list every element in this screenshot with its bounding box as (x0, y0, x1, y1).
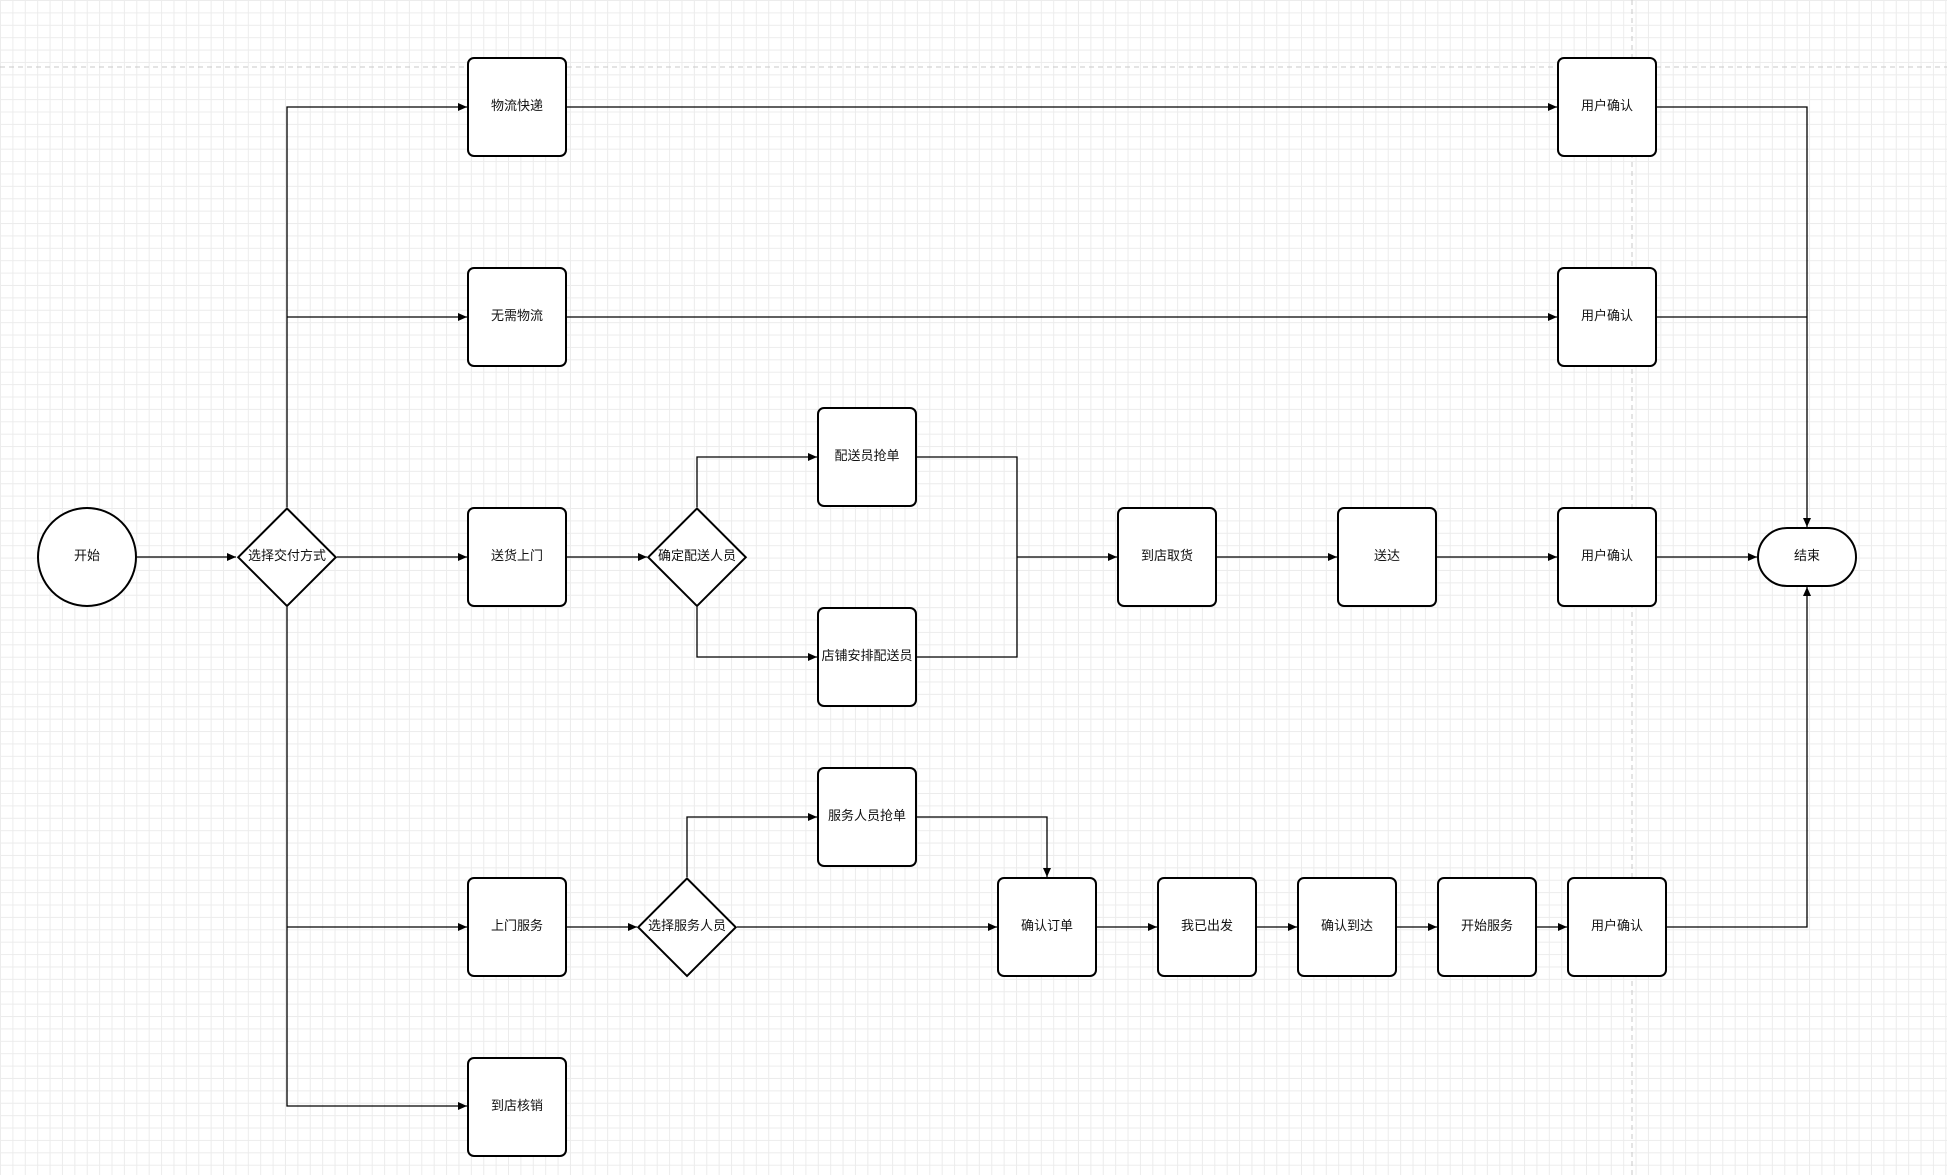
confirm-logistics-label: 用户确认 (1580, 99, 1633, 115)
confirm-no-logistics-step[interactable]: 用户确认 (1557, 267, 1657, 367)
edge-choose-staff-grab (686, 813, 817, 877)
logistics-express-label: 物流快递 (490, 99, 543, 115)
courier-grab-label: 配送员抢单 (834, 449, 900, 465)
edge-confirm-end-top (1657, 106, 1811, 527)
confirm-order-label: 确认订单 (1020, 919, 1073, 935)
confirm-arrival-step[interactable]: 确认到达 (1297, 877, 1397, 977)
edge-decide-courier-grab (696, 453, 817, 507)
end-label: 结束 (1793, 549, 1820, 565)
decide-courier-label: 确定配送人员 (657, 549, 736, 565)
confirm-no-logistics-label: 用户确认 (1580, 309, 1633, 325)
confirm-delivery-step[interactable]: 用户确认 (1557, 507, 1657, 607)
edge-decide-shop-assign (696, 607, 817, 661)
onsite-service-step[interactable]: 上门服务 (467, 877, 567, 977)
edge-choose-logistics (286, 103, 467, 507)
no-logistics-label: 无需物流 (490, 309, 543, 325)
store-verify-label: 到店核销 (490, 1099, 543, 1115)
confirm-service-label: 用户确认 (1590, 919, 1643, 935)
end-node[interactable]: 结束 (1757, 527, 1857, 587)
no-logistics-step[interactable]: 无需物流 (467, 267, 567, 367)
confirm-service-step[interactable]: 用户确认 (1567, 877, 1667, 977)
confirm-logistics-step[interactable]: 用户确认 (1557, 57, 1657, 157)
store-verify-step[interactable]: 到店核销 (467, 1057, 567, 1157)
courier-grab-step[interactable]: 配送员抢单 (817, 407, 917, 507)
start-label: 开始 (73, 549, 100, 565)
delivered-label: 送达 (1373, 549, 1400, 565)
edge-courier-merge (917, 456, 1018, 658)
choose-delivery-label: 选择交付方式 (247, 549, 326, 565)
choose-staff-label: 选择服务人员 (647, 919, 726, 935)
shop-assign-courier-label: 店铺安排配送员 (821, 649, 913, 665)
edge-choose-store-verify (286, 607, 467, 1110)
pickup-at-store-label: 到店取货 (1140, 549, 1193, 565)
pickup-at-store-step[interactable]: 到店取货 (1117, 507, 1217, 607)
shop-assign-courier-step[interactable]: 店铺安排配送员 (817, 607, 917, 707)
confirm-order-step[interactable]: 确认订单 (997, 877, 1097, 977)
confirm-arrival-label: 确认到达 (1320, 919, 1373, 935)
start-service-step[interactable]: 开始服务 (1437, 877, 1537, 977)
staff-grab-step[interactable]: 服务人员抢单 (817, 767, 917, 867)
departed-step[interactable]: 我已出发 (1157, 877, 1257, 977)
delivered-step[interactable]: 送达 (1337, 507, 1437, 607)
choose-delivery-decision[interactable]: 选择交付方式 (237, 507, 337, 607)
confirm-delivery-label: 用户确认 (1580, 549, 1633, 565)
departed-label: 我已出发 (1180, 919, 1233, 935)
start-node[interactable]: 开始 (37, 507, 137, 607)
start-service-label: 开始服务 (1460, 919, 1513, 935)
edge-grab-confirm-order (917, 816, 1051, 877)
logistics-express-step[interactable]: 物流快递 (467, 57, 567, 157)
edge-service-confirm-end (1667, 587, 1811, 928)
decide-courier-decision[interactable]: 确定配送人员 (647, 507, 747, 607)
home-delivery-step[interactable]: 送货上门 (467, 507, 567, 607)
onsite-service-label: 上门服务 (490, 919, 543, 935)
choose-staff-decision[interactable]: 选择服务人员 (637, 877, 737, 977)
home-delivery-label: 送货上门 (490, 549, 543, 565)
staff-grab-label: 服务人员抢单 (827, 809, 906, 825)
